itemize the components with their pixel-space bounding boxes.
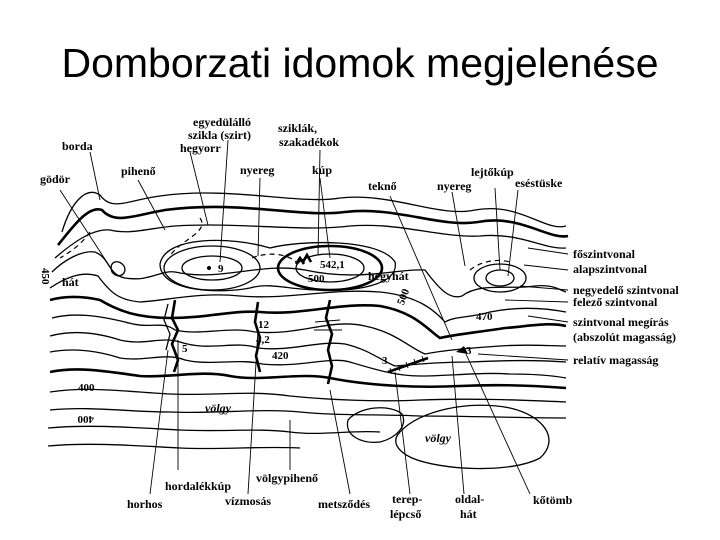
number-3b: 3 [466,345,472,357]
label-terep-2: lépcső [390,507,421,521]
label-negyedelo: negyedelő szintvonal [573,283,679,297]
label-tekno: teknő [368,179,397,193]
label-hegyhat: hegyhát [368,269,409,283]
number-450: 450 [39,268,51,285]
label-oldal-1: oldal- [455,492,484,506]
label-szikla: szikla (szirt) [188,128,251,142]
number-3a: 3 [382,355,388,367]
label-esestuske: eséstüske [515,176,563,190]
label-alapszintvonal: alapszintvonal [573,262,648,276]
label-nyereg-1: nyereg [240,163,274,177]
label-hegyorr: hegyorr [180,141,221,155]
label-hat: hát [62,275,79,289]
label-godor: gödör [40,172,71,186]
label-relativ: relatív magasság [573,353,658,367]
number-420: 420 [272,350,289,362]
label-lejtokup: lejtőkúp [471,165,514,179]
label-volgy-2: völgy [425,431,452,445]
label-sziklak: sziklák, [278,121,317,135]
label-volgy-1: völgy [205,401,232,415]
number-500b: 500 [395,287,412,307]
number-9: 9 [218,263,224,275]
label-abszolut: (abszolút magasság) [573,330,676,344]
label-szakadekok: szakadékok [279,135,339,149]
label-volgypiheno: völgypihenő [256,471,318,485]
pointer-lines [59,139,569,495]
label-felezo: felező szintvonal [573,295,658,309]
labels: egyedülálló szikla (szirt) sziklák, szak… [40,115,679,521]
number-42: 4,2 [256,334,270,346]
label-oldal-2: hát [460,507,477,521]
slide-title: Domborzati idomok megjelenése [61,40,659,86]
number-400b: 400 [77,413,94,425]
label-piheno: pihenő [121,164,156,178]
label-metszodes: metsződés [318,497,370,511]
label-terep-1: terep- [392,492,422,506]
contour-lines [47,191,569,470]
label-vizmosas: vízmosás [225,494,271,508]
label-egyedulallo: egyedülálló [193,115,251,129]
contour-numbers: 542,1 500 500 450 470 420 400 400 12 4,2… [39,259,493,425]
number-400: 400 [78,382,95,394]
number-5: 5 [182,343,188,355]
label-hordalekkup: hordalékkúp [165,479,231,493]
number-470: 470 [476,311,493,323]
label-megiras: szintvonal megírás [573,315,669,329]
number-542: 542,1 [320,259,345,271]
label-foszintvonal: főszintvonal [573,247,636,261]
number-12: 12 [258,319,270,331]
label-kup: kúp [312,163,332,177]
label-nyereg-2: nyereg [437,179,471,193]
label-borda: borda [62,139,93,153]
number-500a: 500 [308,273,325,285]
label-katromb: kőtömb [533,493,573,507]
label-horhos: horhos [127,497,163,511]
